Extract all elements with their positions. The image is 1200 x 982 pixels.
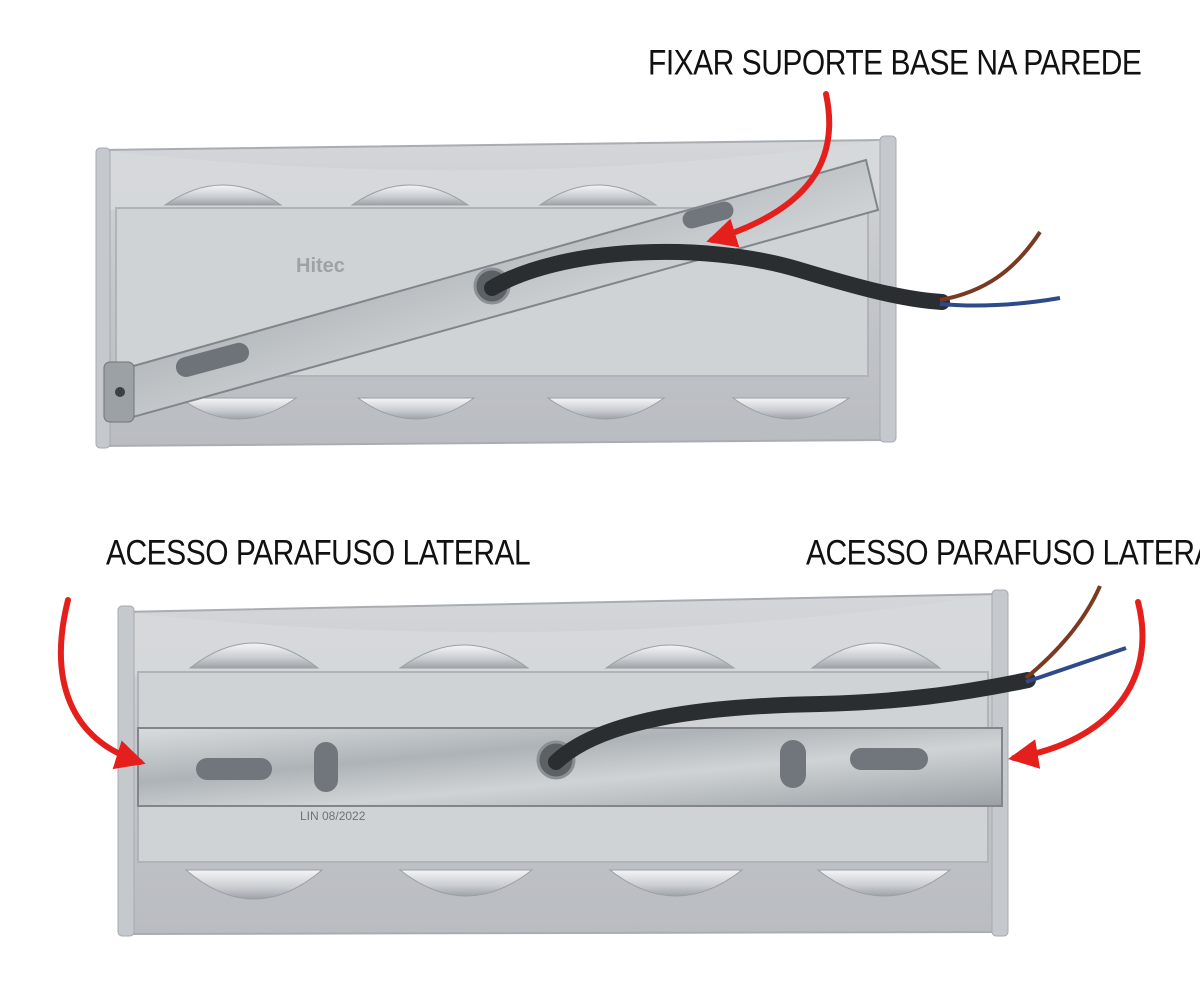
arrow-fixar-icon (706, 91, 833, 248)
bottom-mounting-bracket: LIN 08/2022 (137, 727, 1003, 823)
caption-fixar-suporte: FIXAR SUPORTE BASE NA PAREDE (648, 44, 1142, 83)
top-lens-row-bottom (178, 397, 851, 420)
top-power-cable (484, 230, 1061, 310)
bottom-lens-row-top (188, 642, 942, 669)
bottom-lens-row-bottom (184, 869, 952, 900)
brand-logo-mark: Hitec (296, 255, 345, 277)
bottom-power-cable (548, 585, 1127, 770)
arrow-right-parafuso-icon (1008, 599, 1146, 769)
caption-acesso-parafuso-right: ACESSO PARAFUSO LATERAL (806, 534, 1200, 573)
caption-acesso-parafuso-left: ACESSO PARAFUSO LATERAL (106, 534, 531, 573)
lot-marking: LIN 08/2022 (300, 809, 366, 823)
arrow-left-parafuso-icon (58, 597, 146, 770)
